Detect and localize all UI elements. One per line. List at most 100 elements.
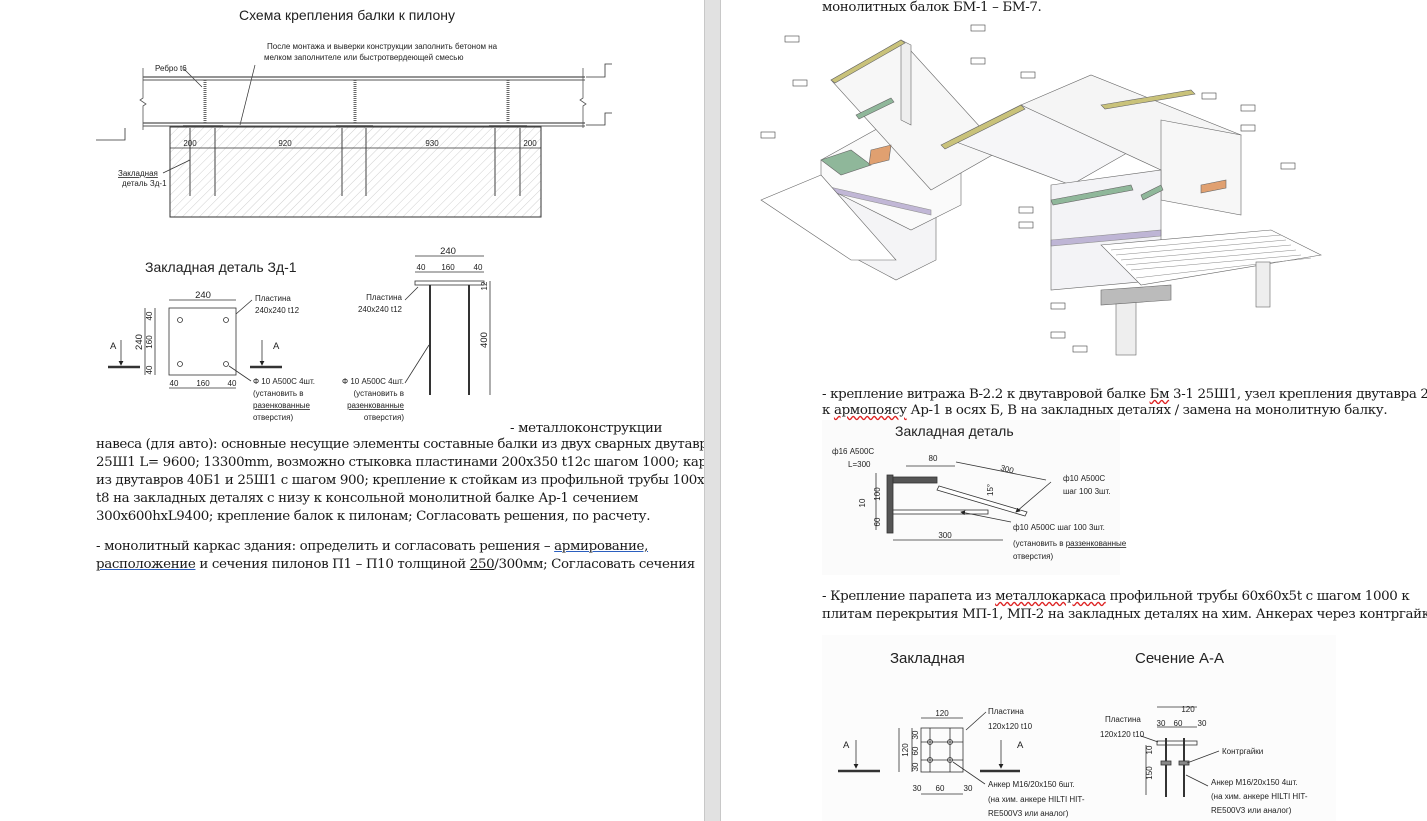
bar10b-label-2: (установить в раззенкованные (1013, 539, 1127, 548)
scheme-title: Схема крепления балки к пилону (239, 7, 455, 23)
para4-line-2: плитам перекрытия МП-1, МП-2 на закладны… (822, 607, 1427, 622)
dim-100: 100 (873, 487, 882, 501)
embed-anchor-label-1: Анкер М16/20х150 6шт. (988, 780, 1075, 789)
embed-image-bg (822, 635, 1336, 821)
section-mark-left: А (110, 341, 117, 352)
aa-dim-3: 30 (1198, 719, 1207, 728)
spelling-flagged-word[interactable]: армопоясу (833, 403, 907, 418)
section-dim-height: 400 (479, 332, 490, 348)
detail-title: Закладная деталь Зд-1 (145, 259, 297, 275)
document-page-1: Схема крепления балки к пилону После мон… (0, 0, 704, 821)
plan-view (108, 299, 282, 389)
para1-first-line: - металлоконструкции (510, 421, 663, 436)
building-3d-model (760, 24, 1322, 356)
section-mark-right: А (273, 341, 280, 352)
section-dim-1: 40 (417, 263, 426, 272)
section-dim-thk: 12 (480, 281, 489, 290)
page-gap (704, 0, 721, 821)
dim-300-inclined: 300 (999, 463, 1015, 475)
para1-line-2: 25Ш1 L= 9600; 13300mm, возможно стыковка… (96, 455, 704, 470)
plan-dim-bottom-1: 40 (170, 379, 179, 388)
plan-dim-top: 240 (195, 290, 211, 301)
plan-dim-left-3: 40 (145, 365, 154, 374)
beam (139, 68, 587, 130)
bar10a-label-2: шаг 100 3шт. (1063, 487, 1110, 496)
section-rod-label-4: отверстия) (364, 413, 404, 422)
embed-dim-left: 120 (901, 743, 910, 757)
embed-anchor-label-2: (на хим. анкере HILTI HIT- (988, 795, 1085, 804)
beam-to-pylon-drawing: Схема крепления балки к пилону После мон… (96, 7, 612, 422)
para1-line-1: навеса (для авто): основные несущие элем… (96, 437, 704, 452)
text-run: - крепление витража В-2.2 к двутавровой … (822, 387, 1150, 402)
bar16-label-1: ф16 А500С (832, 447, 874, 456)
bar16-label-2: L=300 (848, 460, 871, 469)
aa-dim-2: 60 (1174, 719, 1183, 728)
text-run: и сечения пилонов П1 – П10 толщиной (195, 557, 470, 572)
plan-dim-bottom-3: 40 (228, 379, 237, 388)
plan-dim-left: 240 (134, 334, 145, 350)
para3-line-1: - крепление витража В-2.2 к двутавровой … (822, 387, 1427, 402)
dim-920: 920 (278, 139, 292, 148)
text-run: 3-1 25Ш1, узел крепления двутавра 25Ш1 (1173, 387, 1427, 402)
section-plate-label-2: 240х240 t12 (358, 305, 403, 314)
scheme-note-1: После монтажа и выверки конструкции запо… (267, 42, 498, 51)
plan-rod-label-3: разенкованные (253, 401, 310, 410)
spelling-flagged-word[interactable]: металлокаркаса (995, 589, 1106, 604)
embed-dim-top: 120 (935, 709, 949, 718)
embed-label-1: Закладная (118, 169, 158, 178)
aa-nut-label: Контргайки (1222, 747, 1263, 756)
section-aa-title: Сечение А-А (1135, 650, 1224, 667)
embed-dim-left-2: 60 (911, 746, 920, 755)
para1-line-3: из двутавров 40Б1 и 25Ш1 с шагом 900; кр… (96, 473, 704, 488)
text-run: Ар-1 в осях Б, В на закладных деталях / … (906, 403, 1388, 418)
bar10b-label-1: ф10 А500С шаг 100 3шт. (1013, 523, 1105, 532)
scheme-note-2: мелком заполнителе или быстротвердеющей … (264, 53, 463, 62)
plan-plate-label-1: Пластина (255, 294, 291, 303)
embed-dim-bottom-3: 30 (964, 784, 973, 793)
aa-plate-label-2: 120х120 t10 (1100, 730, 1145, 739)
embed-label-2: деталь Зд-1 (122, 179, 167, 188)
plan-rod-label-4: отверстия) (253, 413, 293, 422)
underlined-number: 250 (469, 557, 495, 572)
aa-anchor-label-2: (на хим. анкере HILTI HIT- (1211, 792, 1308, 801)
page2-drawings: Закладная деталь ф16 А500С L=300 80 300 … (760, 24, 1336, 821)
dim-60: 60 (873, 517, 882, 526)
para4-line-1: - Крепление парапета из металлокаркаса п… (822, 589, 1410, 604)
section-view (404, 255, 491, 395)
section-rod-label-3: разенкованные (347, 401, 404, 410)
aa-plate-label-1: Пластина (1105, 715, 1141, 724)
plan-rod-label-2: (установить в (253, 389, 304, 398)
embed-title: Закладная (890, 650, 965, 667)
document-page-2: Закладная деталь ф16 А500С L=300 80 300 … (721, 0, 1427, 821)
section-rod-label-1: Ф 10 А500С 4шт. (342, 377, 404, 386)
para1-line-4: t8 на закладных деталях с низу к консоль… (96, 491, 639, 506)
grammar-flagged-word[interactable]: расположение (96, 557, 196, 572)
para2-line-2: расположение и сечения пилонов П1 – П10 … (96, 557, 695, 572)
para3-line-2: к армопоясу Ар-1 в осях Б, В на закладны… (822, 403, 1388, 418)
anchors (189, 128, 521, 196)
embed-section-mark-left: А (843, 740, 850, 751)
dim-200-left: 200 (183, 139, 197, 148)
section-aa-view (1140, 706, 1220, 797)
grammar-flagged-word[interactable]: армирование, (554, 539, 649, 554)
plan-dim-bottom-2: 160 (196, 379, 210, 388)
section-rod-label-2: (установить в (354, 389, 405, 398)
dim-10: 10 (858, 498, 867, 507)
top-line: монолитных балок БМ-1 – БМ-7. (822, 0, 1042, 15)
aa-dim-1: 30 (1157, 719, 1166, 728)
aa-dim-thk: 10 (1145, 745, 1154, 754)
dim-80: 80 (929, 454, 938, 463)
aa-anchor-label-1: Анкер М16/20х150 4шт. (1211, 778, 1298, 787)
embed-plate-label-2: 120х120 t10 (988, 722, 1033, 731)
bar10a-label-1: ф10 А500С (1063, 474, 1105, 483)
text-run: - Крепление парапета из (822, 589, 996, 604)
aa-dim-height: 150 (1145, 766, 1154, 780)
aa-dim-top: 120 (1181, 705, 1195, 714)
angle-15: 15° (986, 484, 995, 496)
embed-plate-label-1: Пластина (988, 707, 1024, 716)
plan-plate-label-2: 240х240 t12 (255, 306, 300, 315)
spelling-flagged-word[interactable]: Бм (1149, 387, 1170, 402)
aa-anchor-label-3: RE500V3 или аналог) (1211, 806, 1292, 815)
embed-anchor-label-3: RE500V3 или аналог) (988, 809, 1069, 818)
embed-dim-bottom-2: 60 (936, 784, 945, 793)
